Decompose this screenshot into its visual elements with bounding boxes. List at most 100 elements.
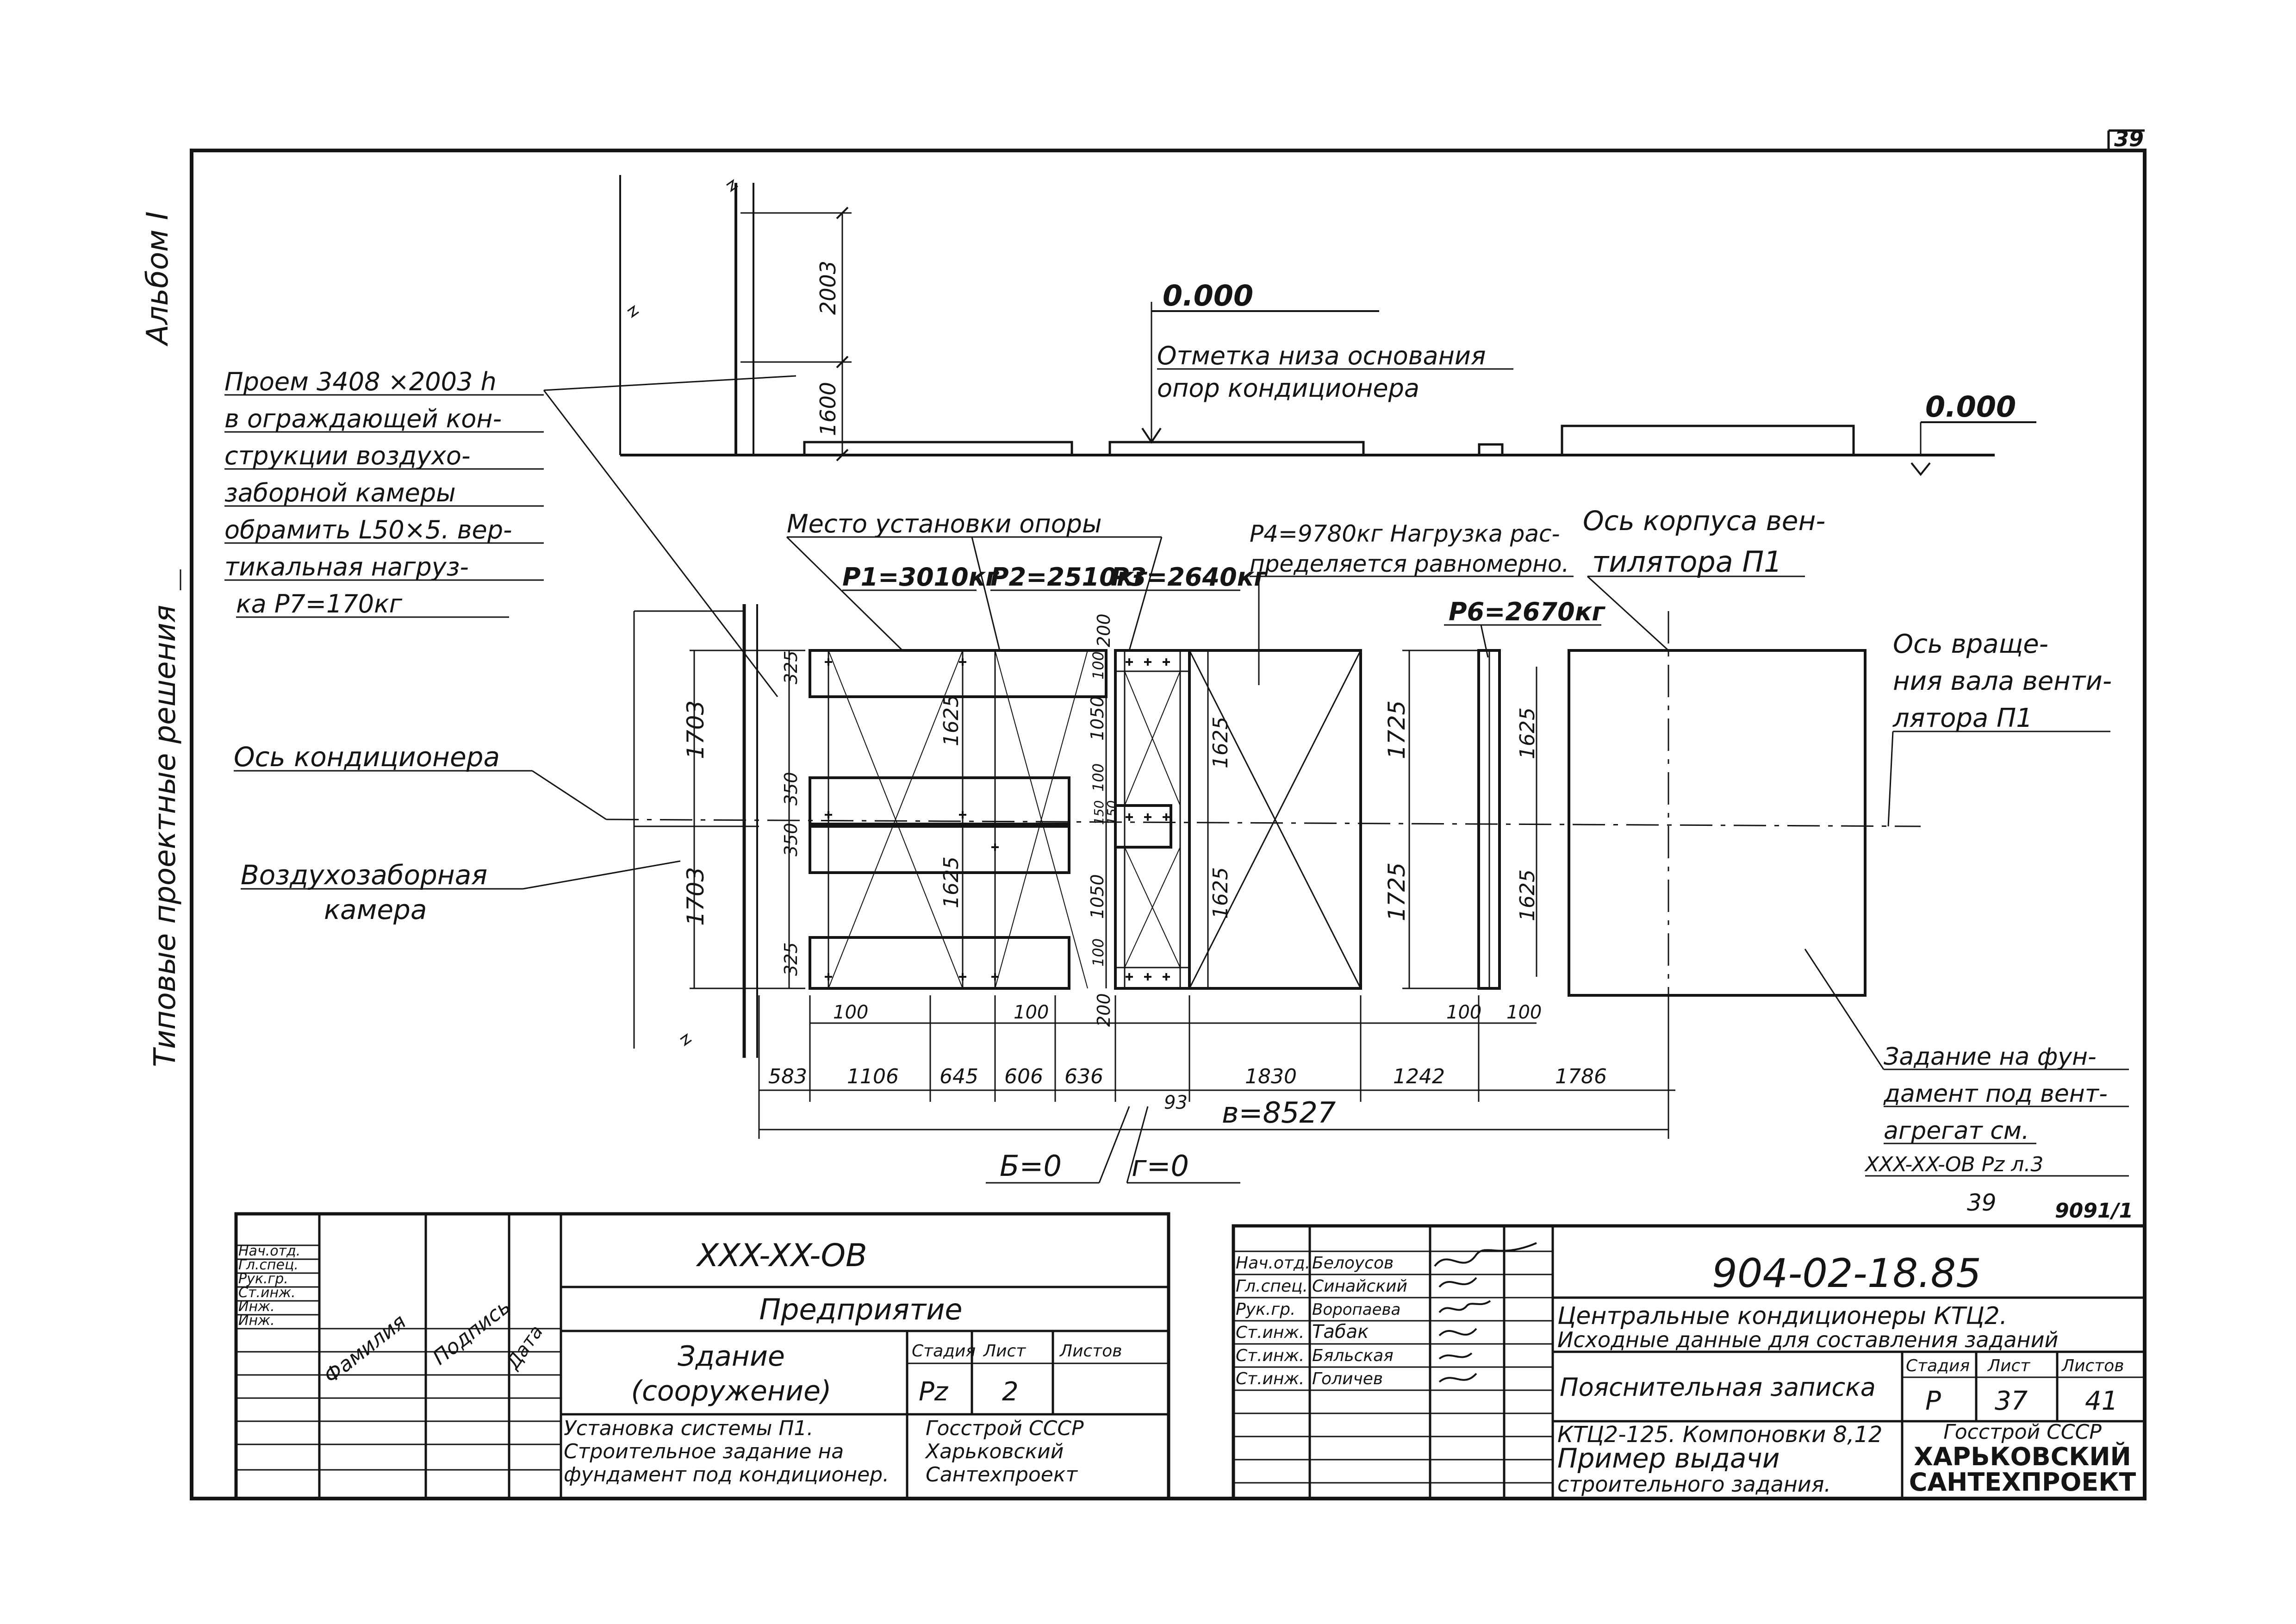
block-lower-mid [809,825,1070,874]
mark-inv: 9091/1 [2055,1199,2133,1223]
break-mark-elev [627,305,639,319]
ls-code: XXX-XX-OB [696,1237,867,1274]
support-plate-mid [1114,804,1172,849]
support-place-label: Место установки опоры [787,509,1102,538]
rs-name-2: Воропаева [1312,1300,1400,1319]
load-p1: P1=3010кг [842,562,999,592]
diag-b2 [995,650,1088,989]
fan-shaft-axis-note-2: ния вала венти- [1893,666,2112,696]
bot-100-b: 100 [1014,1002,1049,1023]
rs-sheets-v: 41 [2085,1386,2118,1416]
ls-role-2: Рук.гр. [238,1271,288,1287]
conditioner-axis-line [606,818,1921,827]
dim-100-b: 100 [1089,763,1107,792]
page-number: 39 [2114,126,2144,151]
rs-signatures [1434,1242,1537,1383]
plan-view: 1703 1703 [606,604,1921,1184]
block-top [809,649,1108,698]
level-note-1: Отметка низа основания [1157,341,1486,370]
left-stamp: Нач.отд. Гл.спец. Рук.гр. Ст.инж. Инж. И… [234,1212,1170,1500]
rs-doc-code: 904-02-18.85 [1712,1250,1981,1297]
support-plate-diag-b [1124,671,1181,806]
dim-350-b: 350 [781,823,801,856]
chain-1786: 1786 [1555,1065,1607,1088]
opening-note-line-7: ка P7=170кг [236,589,403,618]
support-base-1 [803,441,1073,456]
rs-role-3: Ст.инж. [1236,1323,1304,1342]
mark-39: 39 [1967,1189,1997,1216]
p4-note-1: P4=9780кг Нагрузка рас- [1250,520,1560,547]
ls-stage-v: Pz [919,1377,949,1407]
dim-1725-b: 1725 [1383,862,1410,921]
chain-1106: 1106 [847,1065,899,1088]
left-stamp-frame [234,1212,1170,1500]
dim-1625-e: 1625 [1516,707,1539,759]
foundation-leader [1804,949,1885,1070]
rs-role-0: Нач.отд. [1236,1254,1310,1273]
ls-sheets-h: Листов [1059,1342,1122,1361]
ls-col-surname: Фамилия [319,1310,411,1388]
ls-stage-h: Стадия [912,1342,976,1361]
tick-b [836,356,849,369]
chain-583: 583 [768,1065,807,1088]
dim-200-bottom: 200 [1094,993,1114,1027]
opening-note-line-6: тикальная нагруз- [224,552,469,581]
support-plate [1114,649,1191,990]
dim-1625-b: 1625 [940,856,963,908]
rs-stage-v: Р [1925,1386,1941,1416]
opening-note: Проем 3408 ×2003 h в ограждающей кон- ст… [224,367,796,697]
rs-name-3: Табак [1312,1321,1369,1343]
chain-645: 645 [940,1065,978,1088]
fan-shaft-axis-note-1: Ось враще- [1893,629,2048,659]
fan-outline [1568,649,1867,997]
elevation-view: 2003 1600 0.000 Отметка низа основания о… [619,175,2036,476]
opening-note-line-5: обрамить L50×5. вер- [224,515,512,544]
album-label: Альбом I [141,211,175,347]
fan-shaft-axis-note-3: лятора П1 [1892,703,2033,733]
b-leader [1098,1106,1130,1183]
conditioner-axis-note: Ось кондиционера [234,741,500,773]
rs-sheet-h: Лист [1987,1356,2030,1375]
support-place-leader-2 [971,537,1001,651]
b-value: Б=0 [1000,1149,1062,1183]
rs-role-4: Ст.инж. [1236,1346,1304,1365]
load-p6-leader [1480,625,1489,658]
diag-a2 [828,650,963,989]
support-base-2 [1108,441,1365,456]
rs-sheets-h: Листов [2061,1356,2124,1375]
air-chamber-note-1: Воздухозаборная [241,859,487,891]
dim-1703-top: 1703 [682,700,709,759]
rs-name-4: Бяльская [1312,1346,1394,1365]
rs-sheet-v: 37 [1995,1386,2028,1416]
ls-desc-1: Установка системы П1. [564,1417,813,1440]
chain-606: 606 [1004,1065,1043,1088]
level-arrow-left [1141,427,1162,444]
opening-note-line-2: в ограждающей кон- [224,404,502,433]
block-bottom [809,936,1070,990]
ls-enterprise: Предприятие [759,1293,962,1326]
foundation-note-1: Задание на фун- [1884,1043,2097,1071]
dim-325-bottom: 325 [781,942,801,976]
p4-note-2: пределяется равномерно. [1250,550,1569,577]
fan-body-axis-leader [1587,575,1669,651]
dim-1725-a: 1725 [1383,700,1410,759]
support-base-3 [1478,443,1504,456]
fan-base [1561,425,1855,456]
dim-93: 93 [1164,1092,1188,1113]
dim-1625-a: 1625 [940,694,963,746]
ls-desc-3: фундамент под кондиционер. [564,1463,889,1487]
load-p2: P2=2510кг [990,562,1147,592]
ls-role-0: Нач.отд. [238,1243,300,1259]
opening-note-line-1: Проем 3408 ×2003 h [224,367,497,396]
ls-sheet-v: 2 [1002,1377,1019,1407]
series-label: Типовые проектные решения [148,605,182,1067]
dim-1600: 1600 [815,382,840,436]
rs-org-2: ХАРЬКОВСКИЙ [1914,1442,2131,1471]
total-dim: в=8527 [1222,1096,1336,1130]
bot-100-a: 100 [833,1002,868,1023]
dim-350-a: 350 [781,772,801,806]
fan-body-axis-note-2: тилятора П1 [1592,545,1782,579]
right-stamp: Нач.отд. Гл.спец. Рук.гр. Ст.инж. Ст.инж… [1232,1224,2147,1500]
